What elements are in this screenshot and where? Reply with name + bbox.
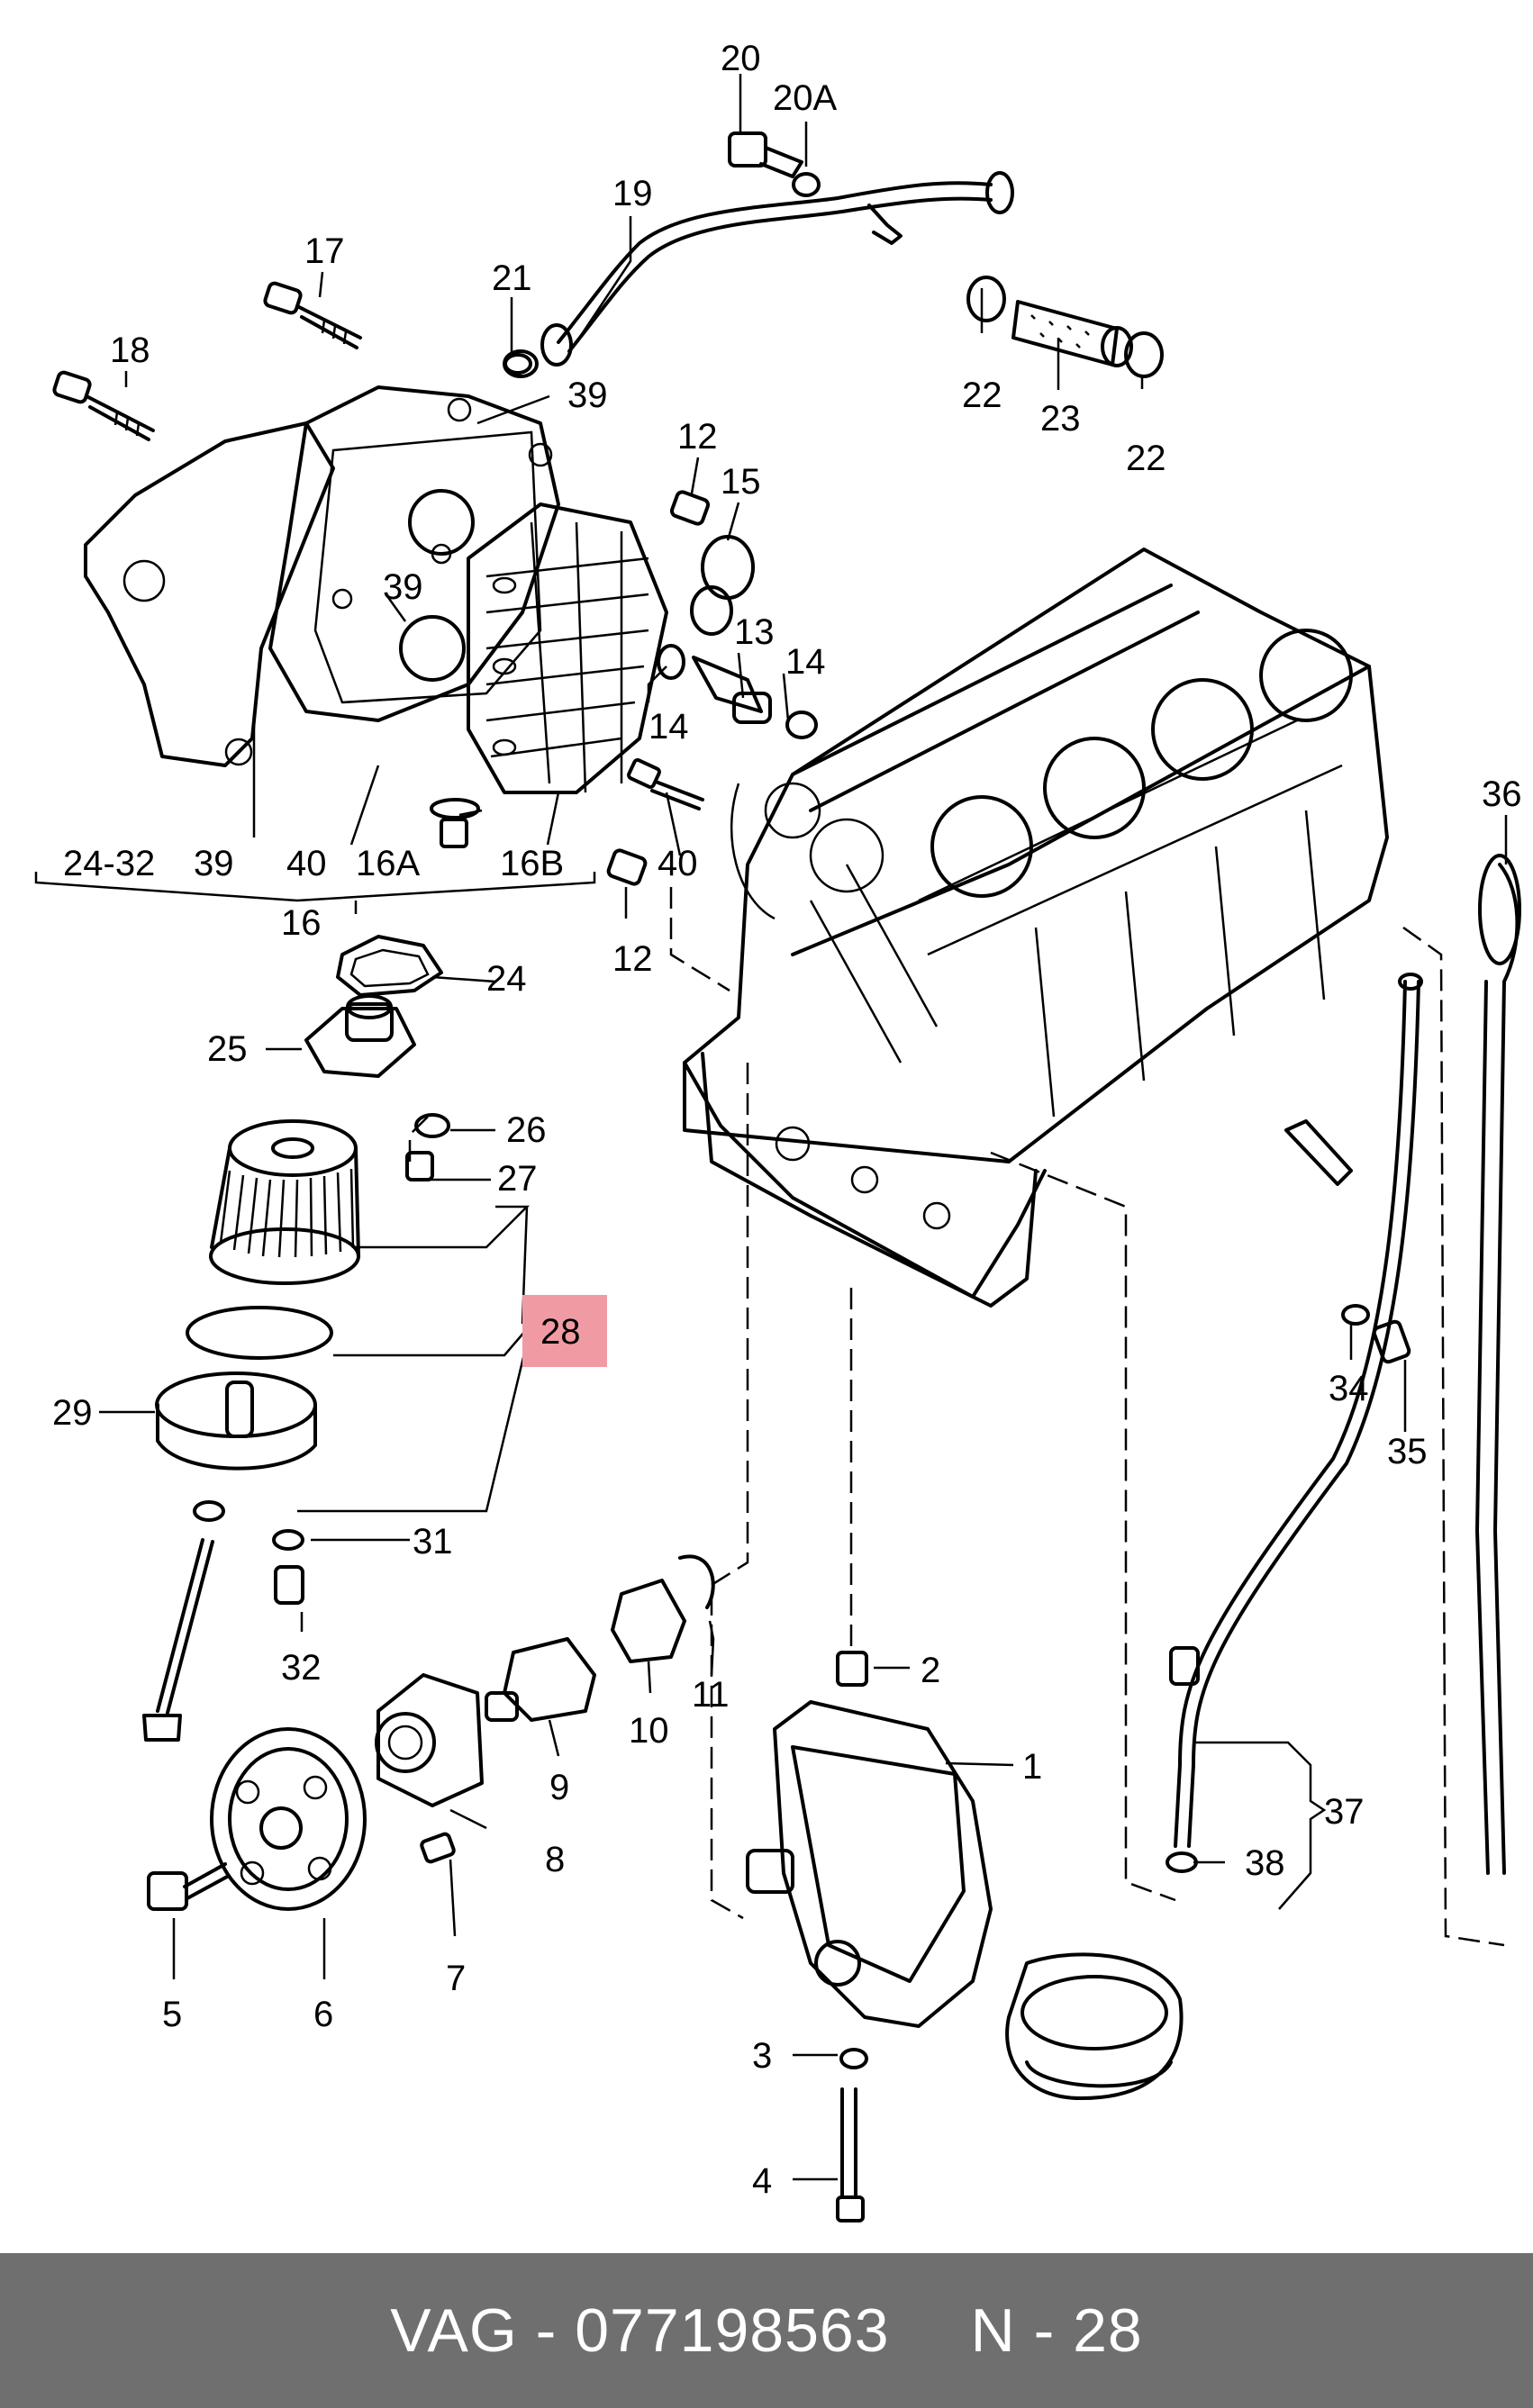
filter-housing-29 — [142, 1371, 317, 1742]
oil-cooler-assembly — [84, 385, 668, 794]
callout-40-right: 40 — [658, 844, 698, 883]
callout-27: 27 — [497, 1159, 538, 1199]
callout-20a: 20A — [773, 78, 837, 118]
pump-drive-parts — [375, 1554, 715, 1864]
callout-3: 3 — [752, 2036, 772, 2076]
engine-block — [683, 548, 1389, 1308]
callout-12-top: 12 — [677, 417, 718, 457]
callout-31: 31 — [413, 1522, 453, 1562]
callout-22-left: 22 — [962, 376, 1002, 415]
oil-filter-28 — [186, 1119, 360, 1360]
callout-labels: 20 20A 19 17 21 18 39 12 15 22 23 22 39 … — [52, 39, 1522, 2201]
callout-13: 13 — [734, 612, 775, 652]
callout-32: 32 — [281, 1648, 322, 1688]
bolts-17-18 — [52, 281, 362, 441]
callout-35: 35 — [1387, 1432, 1428, 1471]
callout-1: 1 — [1022, 1747, 1042, 1787]
callout-4: 4 — [752, 2161, 772, 2201]
callout-14-right: 14 — [785, 642, 826, 682]
callout-36: 36 — [1482, 774, 1522, 814]
callout-39-mid: 39 — [383, 567, 423, 607]
leader-lines — [34, 74, 1508, 2181]
callout-9: 9 — [549, 1768, 569, 1807]
pipe-19 — [503, 131, 1014, 375]
callout-7: 7 — [446, 1959, 466, 1998]
callout-10: 10 — [629, 1711, 669, 1751]
callout-16: 16 — [281, 903, 322, 943]
callout-26: 26 — [506, 1110, 547, 1150]
callout-24: 24 — [486, 959, 527, 999]
alignment-lines — [408, 887, 1505, 1947]
dipstick-parts — [1166, 854, 1521, 1875]
callout-23: 23 — [1040, 399, 1081, 439]
callout-15: 15 — [721, 462, 761, 502]
page-reference-text: N - 28 — [970, 2296, 1143, 2365]
callout-12-bottom: 12 — [612, 939, 653, 979]
callout-19: 19 — [612, 174, 653, 213]
callout-24-32: 24-32 — [63, 844, 155, 883]
exploded-parts-diagram: 20 20A 19 17 21 18 39 12 15 22 23 22 39 … — [34, 39, 1522, 2222]
callout-14-left: 14 — [649, 707, 689, 747]
callout-39-bottom: 39 — [194, 844, 234, 883]
callout-8: 8 — [545, 1840, 565, 1879]
callout-25: 25 — [207, 1029, 248, 1069]
callout-22-right: 22 — [1126, 439, 1166, 478]
callout-34: 34 — [1329, 1369, 1369, 1408]
callout-20: 20 — [721, 39, 761, 78]
highlight-28 — [522, 1295, 607, 1367]
part-number-footer: VAG - 077198563 N - 28 — [0, 2253, 1533, 2408]
callout-17: 17 — [304, 231, 345, 271]
callout-39-top: 39 — [567, 376, 608, 415]
callout-11: 11 — [692, 1675, 730, 1715]
callout-40-left: 40 — [286, 844, 327, 883]
small-parts-upper — [430, 349, 818, 886]
oil-pump-1 — [746, 1651, 1184, 2222]
callout-29: 29 — [52, 1393, 93, 1433]
callout-5: 5 — [162, 1995, 182, 2034]
callout-37: 37 — [1324, 1792, 1365, 1832]
callout-28: 28 — [540, 1312, 581, 1352]
callout-6: 6 — [313, 1995, 333, 2034]
callout-21: 21 — [492, 258, 532, 298]
hose-23 — [966, 276, 1164, 378]
callout-16b: 16B — [500, 844, 564, 883]
part-number-text: VAG - 077198563 — [390, 2296, 890, 2365]
gasket-24-bracket-25 — [304, 935, 450, 1181]
callout-38: 38 — [1245, 1843, 1285, 1883]
gear-6 — [147, 1727, 367, 1911]
callout-18: 18 — [110, 330, 150, 370]
callout-16a: 16A — [356, 844, 420, 883]
callout-2: 2 — [921, 1651, 940, 1690]
